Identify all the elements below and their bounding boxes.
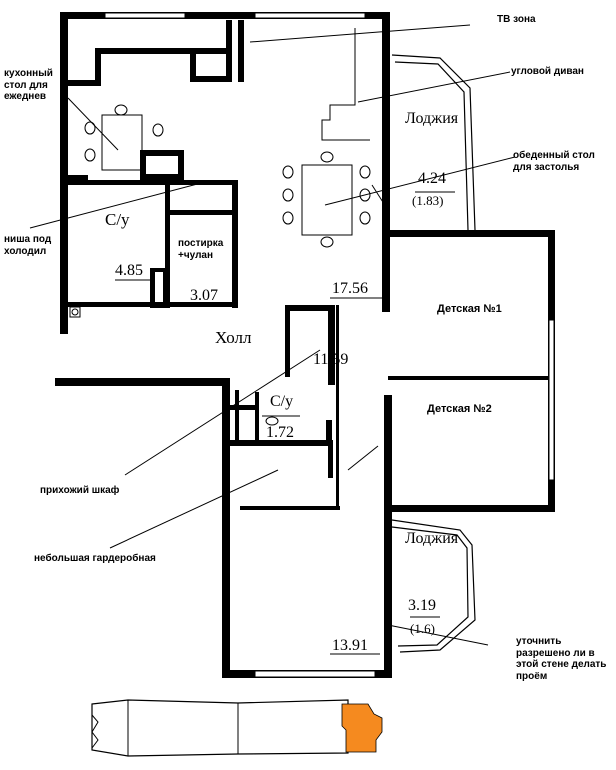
- hall-name: Холл: [215, 328, 252, 347]
- small-wardrobe-label: небольшая гардеробная: [34, 553, 156, 564]
- key-plan: [91, 699, 383, 757]
- opening-note-label: уточнить разрешено ли в этой стене делат…: [516, 636, 607, 682]
- laundry-area: 3.07: [190, 287, 218, 304]
- tv-zone-label: ТВ зона: [497, 14, 536, 25]
- loggia-bottom-area: 3.19: [408, 597, 436, 614]
- hall-wardrobe-label: прихожий шкаф: [40, 485, 120, 496]
- kids-room-1-name: Детская №1: [437, 303, 502, 315]
- loggia-outlines: [391, 54, 476, 653]
- annotation-leaders: [29, 24, 516, 646]
- outer-walls: [55, 12, 555, 678]
- interior-walls: [68, 180, 340, 510]
- bath-2-area: 1.72: [266, 424, 294, 441]
- bath-1-name: С/у: [105, 210, 130, 229]
- kids-room-2-name: Детская №2: [427, 403, 492, 415]
- kitchen-table-label: кухонный стол для ежеднев: [4, 68, 53, 102]
- dimension-lines: [115, 191, 455, 655]
- hall-area: 11.59: [313, 351, 349, 368]
- loggia-top-reduced-area: (1.83): [412, 193, 444, 208]
- windows: [104, 12, 555, 678]
- fridge-niche-label: ниша под холодил: [4, 234, 52, 257]
- bedroom-area: 13.91: [332, 637, 368, 654]
- dining-table-label: обеденный стол для застолья: [513, 150, 595, 173]
- corner-sofa-label: угловой диван: [511, 66, 584, 77]
- loggia-bottom-reduced-area: (1.6): [410, 621, 435, 636]
- loggia-top-name: Лоджия: [405, 110, 459, 127]
- living-area: 17.56: [332, 280, 368, 297]
- loggia-top-area: 4.24: [418, 170, 446, 187]
- kitchen-counter: [68, 20, 244, 183]
- furniture: [69, 28, 389, 426]
- loggia-bottom-name: Лоджия: [405, 530, 459, 547]
- bath-2-name: С/у: [270, 393, 294, 410]
- bath-1-area: 4.85: [115, 262, 143, 279]
- laundry-label: постирка +чулан: [178, 238, 224, 261]
